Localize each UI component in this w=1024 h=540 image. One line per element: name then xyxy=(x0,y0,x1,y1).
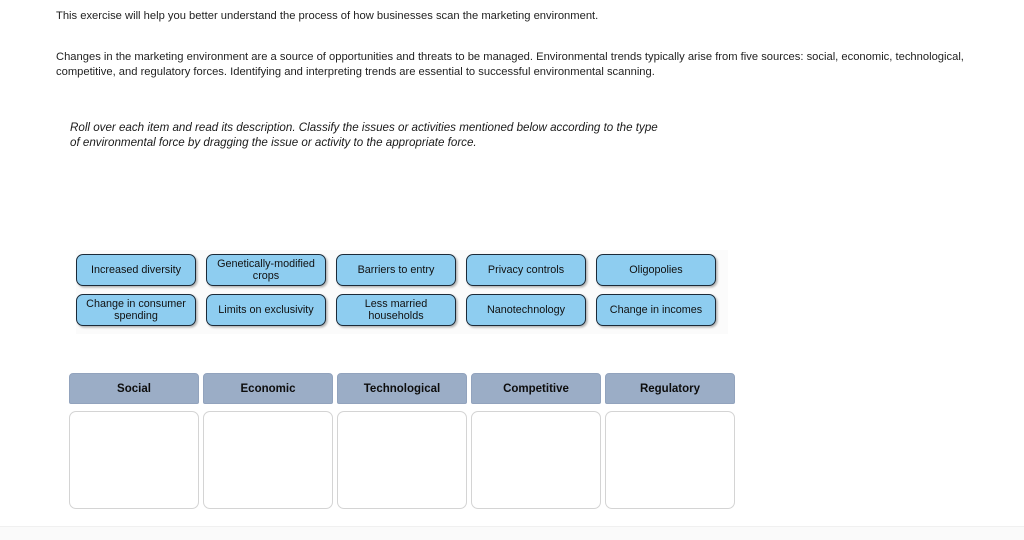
classification-columns: Social Economic Technological Competitiv… xyxy=(69,373,735,509)
column-header: Competitive xyxy=(471,373,601,404)
draggable-tile[interactable]: Genetically-modified crops xyxy=(206,254,326,286)
drop-zone-regulatory[interactable] xyxy=(605,411,735,509)
draggable-tile[interactable]: Limits on exclusivity xyxy=(206,294,326,326)
column-header: Technological xyxy=(337,373,467,404)
category-column-competitive: Competitive xyxy=(471,373,601,509)
tile-row-1: Increased diversity Genetically-modified… xyxy=(76,254,728,286)
instruction-text: Roll over each item and read its descrip… xyxy=(70,121,658,149)
draggable-tile[interactable]: Nanotechnology xyxy=(466,294,586,326)
column-header: Social xyxy=(69,373,199,404)
draggable-tile[interactable]: Increased diversity xyxy=(76,254,196,286)
draggable-tile[interactable]: Change in incomes xyxy=(596,294,716,326)
draggable-tile[interactable]: Change in consumer spending xyxy=(76,294,196,326)
draggable-tile[interactable]: Less married households xyxy=(336,294,456,326)
draggable-tile[interactable]: Privacy controls xyxy=(466,254,586,286)
drop-zone-social[interactable] xyxy=(69,411,199,509)
drop-zone-economic[interactable] xyxy=(203,411,333,509)
tile-row-2: Change in consumer spending Limits on ex… xyxy=(76,294,728,326)
drop-zone-competitive[interactable] xyxy=(471,411,601,509)
category-column-social: Social xyxy=(69,373,199,509)
intro-paragraph-1: This exercise will help you better under… xyxy=(56,10,599,22)
draggable-tile[interactable]: Barriers to entry xyxy=(336,254,456,286)
column-header: Regulatory xyxy=(605,373,735,404)
category-column-technological: Technological xyxy=(337,373,467,509)
drop-zone-technological[interactable] xyxy=(337,411,467,509)
column-header: Economic xyxy=(203,373,333,404)
draggable-tile-tray: Increased diversity Genetically-modified… xyxy=(76,250,728,334)
intro-paragraph-2: Changes in the marketing environment are… xyxy=(56,51,964,78)
page-bottom-strip xyxy=(0,526,1024,540)
draggable-tile[interactable]: Oligopolies xyxy=(596,254,716,286)
category-column-economic: Economic xyxy=(203,373,333,509)
category-column-regulatory: Regulatory xyxy=(605,373,735,509)
